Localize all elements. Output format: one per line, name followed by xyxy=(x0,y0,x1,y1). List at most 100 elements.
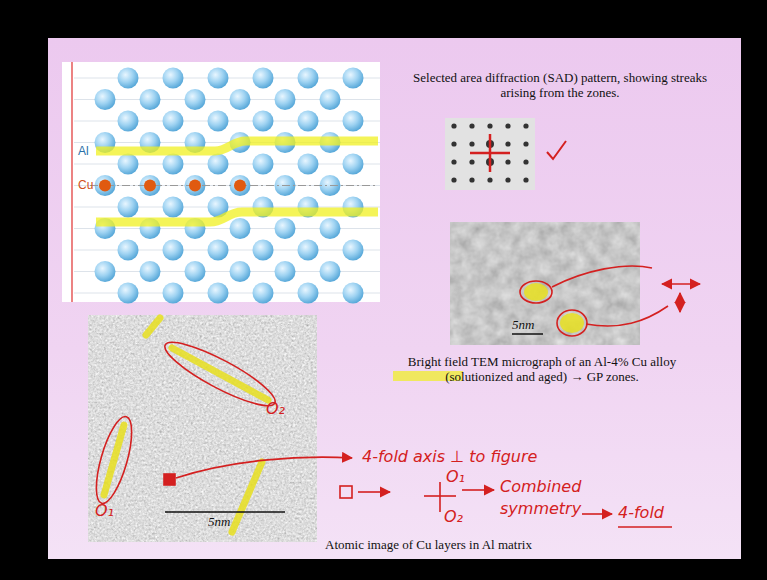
al-atom xyxy=(163,240,184,261)
al-atom xyxy=(163,154,184,175)
al-atom xyxy=(208,240,229,261)
al-atom xyxy=(320,89,341,110)
al-atom xyxy=(320,261,341,282)
ruled-line xyxy=(74,185,380,186)
al-atom xyxy=(275,261,296,282)
scale-bar xyxy=(512,333,543,335)
figure-caption: Selected area diffraction (SAD) pattern,… xyxy=(408,70,712,100)
lattice-rows xyxy=(74,78,380,293)
diffraction-spot xyxy=(505,123,510,128)
diffraction-spot xyxy=(469,177,474,182)
al-atom xyxy=(185,261,206,282)
atom-label: Al xyxy=(78,144,98,158)
scale-label: 5nm xyxy=(512,317,552,333)
orientation-label: O₂ xyxy=(444,506,474,528)
al-atom xyxy=(163,283,184,304)
al-atom xyxy=(208,283,229,304)
al-atom xyxy=(320,218,341,239)
al-atom xyxy=(208,68,229,89)
cu-layers xyxy=(104,318,268,532)
al-atom xyxy=(95,89,116,110)
al-atom xyxy=(343,68,364,89)
al-atom xyxy=(253,68,274,89)
scale-label: 5nm xyxy=(208,514,248,530)
orientation-label: O₁ xyxy=(95,500,125,522)
al-atom xyxy=(163,197,184,218)
al-atom xyxy=(343,154,364,175)
al-atom xyxy=(118,68,139,89)
al-atom xyxy=(230,261,251,282)
check-mark xyxy=(547,141,566,159)
atom-label: Cu xyxy=(78,178,100,192)
al-atom xyxy=(208,111,229,132)
sad-pattern xyxy=(445,118,535,190)
al-atom xyxy=(343,240,364,261)
al-atom xyxy=(253,283,274,304)
lattice-panel xyxy=(62,62,380,302)
al-atom xyxy=(230,218,251,239)
al-atom xyxy=(95,261,116,282)
diffraction-spot xyxy=(487,123,492,128)
handwritten-note: 4-fold xyxy=(618,502,688,524)
diffraction-spot xyxy=(451,141,456,146)
figure-caption: Atomic image of Cu layers in Al matrix xyxy=(325,537,585,552)
al-atom xyxy=(253,111,274,132)
diffraction-spot xyxy=(487,177,492,182)
al-atom xyxy=(208,154,229,175)
diffraction-spot xyxy=(451,177,456,182)
al-atom xyxy=(343,283,364,304)
al-atom xyxy=(275,218,296,239)
al-atom xyxy=(275,89,296,110)
strain-highlight xyxy=(96,141,378,151)
al-atom xyxy=(343,111,364,132)
al-atom xyxy=(298,68,319,89)
al-atom xyxy=(298,111,319,132)
diffraction-spot xyxy=(469,141,474,146)
al-atom xyxy=(163,111,184,132)
diffraction-spot xyxy=(469,159,474,164)
atomic-image xyxy=(88,315,317,542)
al-atom xyxy=(298,240,319,261)
orientation-label: O₂ xyxy=(266,398,296,420)
al-atom xyxy=(118,111,139,132)
diffraction-spot xyxy=(469,123,474,128)
al-atom xyxy=(118,197,139,218)
al-atom xyxy=(185,89,206,110)
diffraction-spot xyxy=(505,141,510,146)
al-atom xyxy=(140,89,161,110)
al-atom xyxy=(140,261,161,282)
gp-zone xyxy=(560,313,584,333)
al-atom xyxy=(230,175,251,196)
diffraction-spot xyxy=(523,123,528,128)
diffraction-spot xyxy=(451,159,456,164)
margin-line xyxy=(71,62,72,302)
diffraction-spot xyxy=(505,177,510,182)
al-atom xyxy=(253,240,274,261)
annotation xyxy=(89,333,352,507)
handwritten-note: Combined symmetry xyxy=(500,476,586,520)
al-atom xyxy=(118,240,139,261)
handwritten-note: 4-fold axis ⊥ to figure xyxy=(362,446,612,468)
orientation-label: O₁ xyxy=(446,466,476,488)
diffraction-spot xyxy=(523,159,528,164)
diffraction-spots xyxy=(451,123,528,182)
diffraction-spot xyxy=(505,159,510,164)
al-atom xyxy=(230,89,251,110)
annotation xyxy=(520,266,700,336)
streak-cross xyxy=(470,134,510,172)
figure-caption: Bright field TEM micrograph of an Al-4% … xyxy=(384,354,700,384)
gp-zone xyxy=(524,283,548,301)
al-atom xyxy=(298,154,319,175)
al-atom xyxy=(298,283,319,304)
al-atom xyxy=(253,154,274,175)
cu-atoms xyxy=(99,180,246,192)
diffraction-spot xyxy=(523,141,528,146)
strain-highlight xyxy=(96,212,378,222)
scale-bar xyxy=(165,511,285,513)
al-atom xyxy=(118,283,139,304)
diffraction-spot xyxy=(523,177,528,182)
al-atom xyxy=(118,154,139,175)
al-atom xyxy=(163,68,184,89)
diffraction-spot xyxy=(451,123,456,128)
